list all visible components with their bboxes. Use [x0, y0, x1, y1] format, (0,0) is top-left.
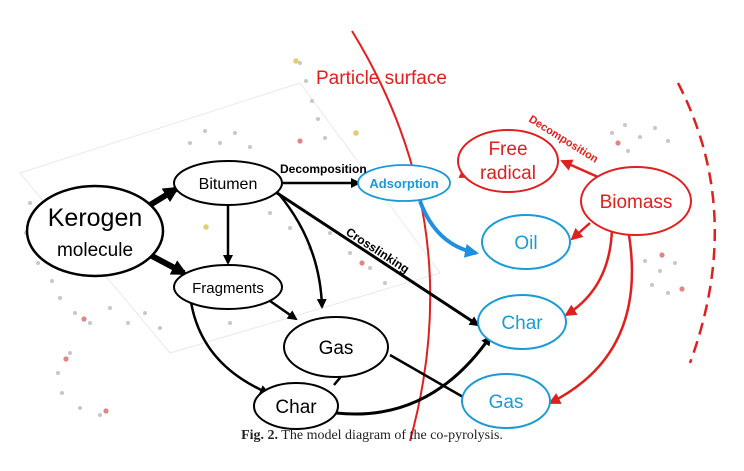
gas-blue-label: Gas	[489, 392, 524, 413]
particle-surface-label: Particle surface	[316, 68, 447, 89]
arrow-bitumen-to-char-crosslinking	[273, 189, 480, 327]
arrow-fragments-to-gas	[269, 299, 298, 321]
char-black-node: Char	[253, 382, 339, 430]
gas-black-label: Gas	[319, 338, 354, 359]
oil-label: Oil	[514, 233, 537, 254]
arrow-biomass-to-char	[564, 228, 614, 317]
adsorption-node: Adsorption	[357, 164, 451, 202]
arrow-biomass-to-oil	[570, 222, 591, 241]
free-radical-label-line1: Free	[488, 139, 527, 160]
char-blue-label: Char	[501, 313, 543, 334]
oil-node: Oil	[481, 214, 571, 270]
char-blue-node: Char	[477, 294, 567, 350]
arrow-adsorption-to-oil	[418, 200, 479, 258]
arrow-gas-to-blue-gas	[389, 353, 472, 403]
figure-caption-label: Fig. 2.	[241, 428, 279, 443]
arrow-biomass-to-free-radical	[560, 159, 599, 179]
gas-black-node: Gas	[283, 316, 389, 378]
kerogen-label-line2: molecule	[57, 240, 133, 261]
figure-caption-text: The model diagram of the co-pyrolysis.	[281, 428, 503, 443]
bitumen-label: Bitumen	[199, 176, 258, 193]
red-arrows	[548, 159, 634, 405]
biomass-node: Biomass	[580, 166, 692, 236]
arrow-bitumen-to-gas	[277, 192, 327, 309]
outer-dashed-boundary	[676, 82, 717, 364]
free-radical-node: Free radical	[457, 129, 559, 193]
biomass-label: Biomass	[600, 192, 673, 213]
bitumen-node: Bitumen	[173, 160, 283, 206]
kerogen-node: Kerogen molecule	[25, 184, 165, 278]
arrow-char-to-blue-char	[335, 335, 492, 416]
arrow-kerogen-to-bitumen	[148, 186, 180, 208]
decomposition-top-label: Decomposition	[280, 162, 367, 176]
arrow-biomass-to-gas	[548, 228, 634, 405]
arrow-kerogen-to-fragments	[148, 252, 188, 276]
crosslinking-label: Crosslinking	[343, 225, 412, 276]
fragments-node: Fragments	[173, 264, 283, 310]
free-radical-label-line2: radical	[480, 163, 536, 184]
fragments-label: Fragments	[192, 280, 264, 297]
black-arrows	[148, 178, 492, 416]
char-black-label: Char	[275, 397, 317, 418]
figure-caption: Fig. 2. The model diagram of the co-pyro…	[0, 428, 744, 444]
particle-surface-boundary	[351, 30, 432, 442]
arrow-fragments-to-char	[188, 294, 270, 395]
adsorption-label: Adsorption	[369, 176, 438, 191]
kerogen-label-line1: Kerogen	[48, 204, 143, 232]
gas-blue-node: Gas	[461, 373, 551, 429]
